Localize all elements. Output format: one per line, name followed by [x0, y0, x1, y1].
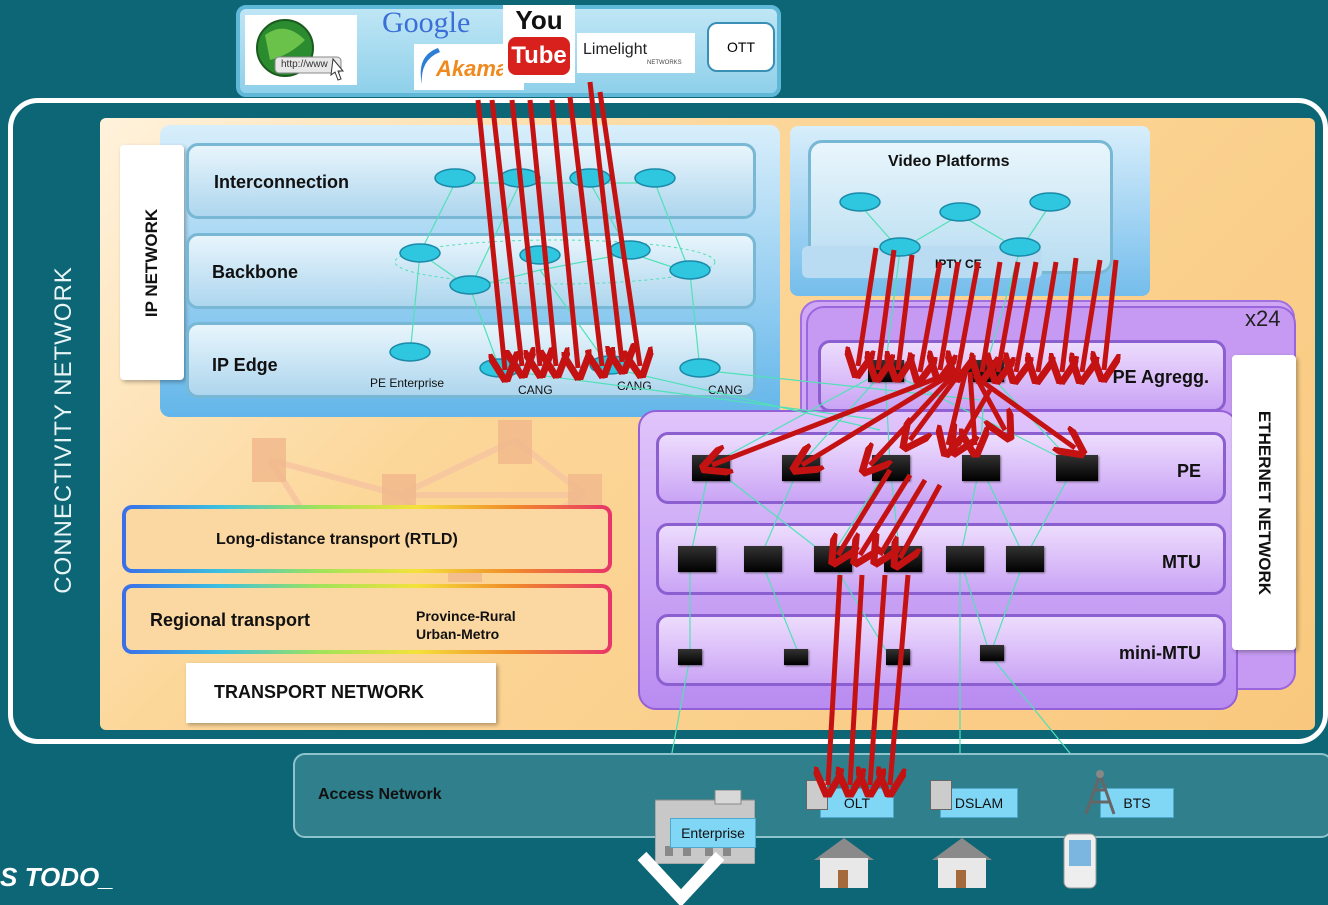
footer-slogan: S TODO_: [0, 862, 114, 892]
ip-layer-ip-edge: IP Edge: [186, 322, 756, 398]
house-icon: [814, 838, 874, 888]
access-network-title: Access Network: [318, 786, 442, 803]
dslam-node: DSLAM: [940, 788, 1018, 818]
regional-sub-urban: Urban-Metro: [416, 626, 500, 642]
layer-label: MTU: [1162, 552, 1201, 572]
long-distance-transport-bar: Long-distance transport (RTLD): [122, 505, 612, 573]
mobile-phone-icon: [1063, 833, 1097, 889]
regional-transport-bar: Regional transport Province-Rural Urban-…: [122, 584, 612, 654]
youtube-logo: You Tube: [503, 5, 575, 83]
layer-label: PE: [1176, 461, 1201, 481]
switch-icon: [980, 645, 1004, 661]
layer-label: Interconnection: [214, 172, 350, 192]
house-icon: [932, 838, 992, 888]
layer-label: Backbone: [212, 262, 299, 282]
youtube-top: You: [515, 5, 563, 35]
ott-box: OTT: [707, 22, 775, 72]
pe-enterprise-label: PE Enterprise: [370, 376, 445, 390]
www-text: http://www: [281, 59, 328, 70]
limelight-logo: Limelight NETWORKS: [577, 33, 695, 73]
limelight-text: Limelight: [583, 41, 648, 58]
regional-sub-province: Province-Rural: [416, 608, 516, 624]
switch-icon: [886, 649, 910, 665]
ip-network-label: IP NETWORK: [120, 145, 184, 380]
long-distance-label: Long-distance transport (RTLD): [216, 531, 458, 548]
enterprise-node: Enterprise: [670, 818, 756, 848]
dslam-device-icon: [930, 780, 952, 810]
layer-label: IP Edge: [212, 355, 278, 375]
switch-icon: [946, 546, 984, 572]
chevron-down-icon: [637, 851, 725, 905]
switch-icon: [784, 649, 808, 665]
regional-label: Regional transport: [150, 610, 311, 630]
youtube-bottom: Tube: [508, 37, 570, 75]
switch-icon: [678, 546, 716, 572]
google-logo: Google: [382, 6, 471, 39]
akamai-text: Akamai: [436, 56, 515, 81]
globe-icon: http://www: [245, 15, 357, 85]
layer-label: mini-MTU: [1119, 643, 1201, 663]
multiplier-label: x24: [1245, 306, 1281, 331]
cang-label: CANG: [518, 383, 553, 397]
ip-layer-backbone: Backbone: [186, 233, 756, 309]
transport-network-label: TRANSPORT NETWORK: [186, 663, 496, 723]
video-platforms-title: Video Platforms: [888, 153, 1010, 170]
bts-tower-icon: [1084, 770, 1116, 815]
eth-layer-mini-mtu: mini-MTU: [656, 614, 1226, 686]
switch-icon: [744, 546, 782, 572]
cang-label: CANG: [617, 379, 652, 393]
bts-node: BTS: [1100, 788, 1174, 818]
layer-label: PE Agregg.: [1112, 367, 1209, 387]
ethernet-network-label: ETHERNET NETWORK: [1232, 355, 1296, 650]
limelight-sub: NETWORKS: [647, 60, 682, 66]
switch-icon: [1006, 546, 1044, 572]
cang-label: CANG: [708, 383, 743, 397]
switch-icon: [678, 649, 702, 665]
